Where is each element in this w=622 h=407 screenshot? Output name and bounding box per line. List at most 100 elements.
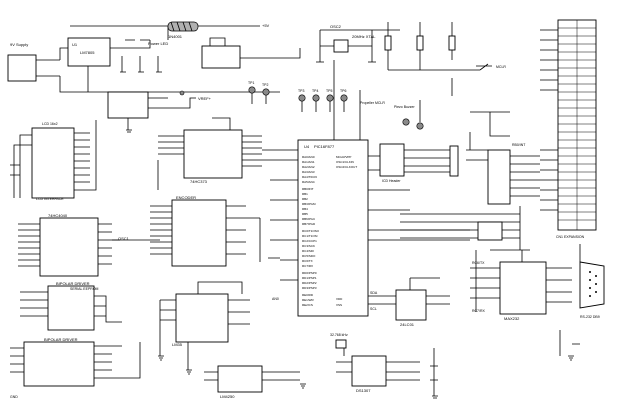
osc1-net-label: OSC1 [118,236,130,241]
latch-wires [157,117,262,190]
an0-net-label: AN0 [272,297,279,301]
testpoint-1 [248,86,256,94]
gnd-4 [568,355,574,361]
mcu-pin-12: RB6/PGC [302,217,316,221]
mcu-pin-17: RC3/SCK [302,244,315,248]
driver1-wires [20,291,122,323]
u14-name: LM4250 [220,394,235,399]
gnd-label: GND [10,395,18,399]
icd-wires [404,149,450,173]
u5-latch [183,129,243,179]
tp3-label: TP3 [298,89,304,93]
bus-block [400,206,530,251]
mcu-pin-30: OSC1/CLKIN [336,160,354,164]
power-supply-section: 9V Supply U1 LM7805 1N4001 +5V Power LED [7,21,301,93]
vref-wires [148,97,196,109]
max232-caps [559,244,581,356]
fuse-hatch [170,21,193,32]
buzzer-note: Piezo Buzzer [394,105,415,109]
u12-max232 [499,261,547,315]
u11-eeprom [395,289,427,321]
u4-mcu [297,139,369,317]
sensor-block: LM35 [159,281,250,370]
bus-wires [400,206,530,251]
mcu-top-wires [333,60,361,140]
mcu-pin-2: RA2/AN2 [302,165,315,169]
lcd-pot [10,120,97,191]
db9-pin-7 [595,291,597,293]
mcu-pin-0: RA0/AN0 [302,155,315,159]
expansion-connector: CN1 EXPANSION [540,19,597,239]
tp2-label: TP2 [262,83,268,87]
gnd-6 [126,129,132,133]
bus-buffer [477,221,503,241]
tx-net-label: RC6/TX [472,261,485,265]
testpoints: TP1 TP2 TP3 TP4 TP5 TP6 [248,81,348,112]
vref-dot [179,90,185,96]
u8-driver [47,285,95,331]
driver-block-2: BIPOLAR DRIVER [10,337,141,387]
mcu-pin-functions: RA0/AN0 RA1/AN1 RA2/AN2 RA3/AN3 RA4/T0CK… [302,155,357,307]
db9-pin-5 [595,275,597,277]
reset-switch [476,63,492,71]
rx-net-label: RC7/RX [472,309,486,313]
encoder-cap [259,218,280,262]
gnd-5 [432,395,438,399]
rtc-backup [430,348,438,396]
u4-label: U4 [304,144,310,149]
db9-shell [579,261,605,309]
crystal-20mhz [333,39,349,53]
mcu-pin-4: RA4/T0CKI [302,175,317,179]
mcu-pin-32: VDD [336,297,343,301]
sensor-wires [159,281,250,370]
mcu-pin-31: OSC2/CLKOUT [336,165,357,169]
testpoint-2 [262,88,270,96]
u13-name: DS1307 [356,388,371,393]
mcu-pin-27: RE1/WR [302,298,315,302]
resistor-r1 [384,35,392,51]
mcu-pin-33: VSS [336,303,342,307]
mcu-pin-10: RB4 [302,207,308,211]
port-block: RB0/INT [466,143,540,205]
rtc-block: DS1307 32.768 kHz [330,333,438,396]
buzzer-contact-1 [402,118,410,126]
testpoint-4 [312,94,320,102]
voltage-reference-block: VREF+ [107,90,212,130]
mcu-pin-25: RD3/PSP3 [302,286,317,290]
tp6-label: TP6 [340,89,346,93]
max232-block: MAX232 RC6/TX RC7/RX [470,244,581,356]
rb0-net-label: RB0/INT [512,143,526,147]
oscillator-wires [319,29,400,62]
rtc-crystal [335,339,347,349]
vcc-label: +5V [262,23,270,28]
vref-box [107,91,149,119]
power-regulator-2 [201,45,241,69]
driver2-wires [10,342,141,379]
sda-net-label: SDA [370,291,378,295]
power-decoupling-wires [121,37,301,72]
u6-encoder [171,199,227,267]
gnd-3 [300,383,306,389]
u3-name: 74HC4040 [48,213,68,218]
reset-buzzer-block: Piezo Buzzer Propeller MCLR MCLR [360,22,510,150]
port-wires [466,149,540,197]
gnd-1 [158,355,164,361]
diode-label: 1N4001 [168,34,183,39]
mcu-pin-14: RC0/T1OSO [302,229,320,233]
supply-label: 9V Supply [10,42,28,47]
mcu-pin-24: RD2/PSP2 [302,281,317,285]
tp4-label: TP4 [312,89,318,93]
u14-amp [217,365,263,393]
mcu-pin-15: RC1/T1OSI [302,234,318,238]
testpoint-6 [340,94,348,102]
mcu-pin-22: RD0/PSP0 [302,271,317,275]
encoder-wires [150,205,260,255]
mcu-pin-20: RC6/TX [302,259,313,263]
vcc-rail [125,25,260,41]
scl-net-label: SCL [370,307,377,311]
db9-label: RS-232 DB9 [580,315,600,319]
dc-jack [7,54,37,82]
driver-block-1: BIPOLAR DRIVER [20,281,122,331]
